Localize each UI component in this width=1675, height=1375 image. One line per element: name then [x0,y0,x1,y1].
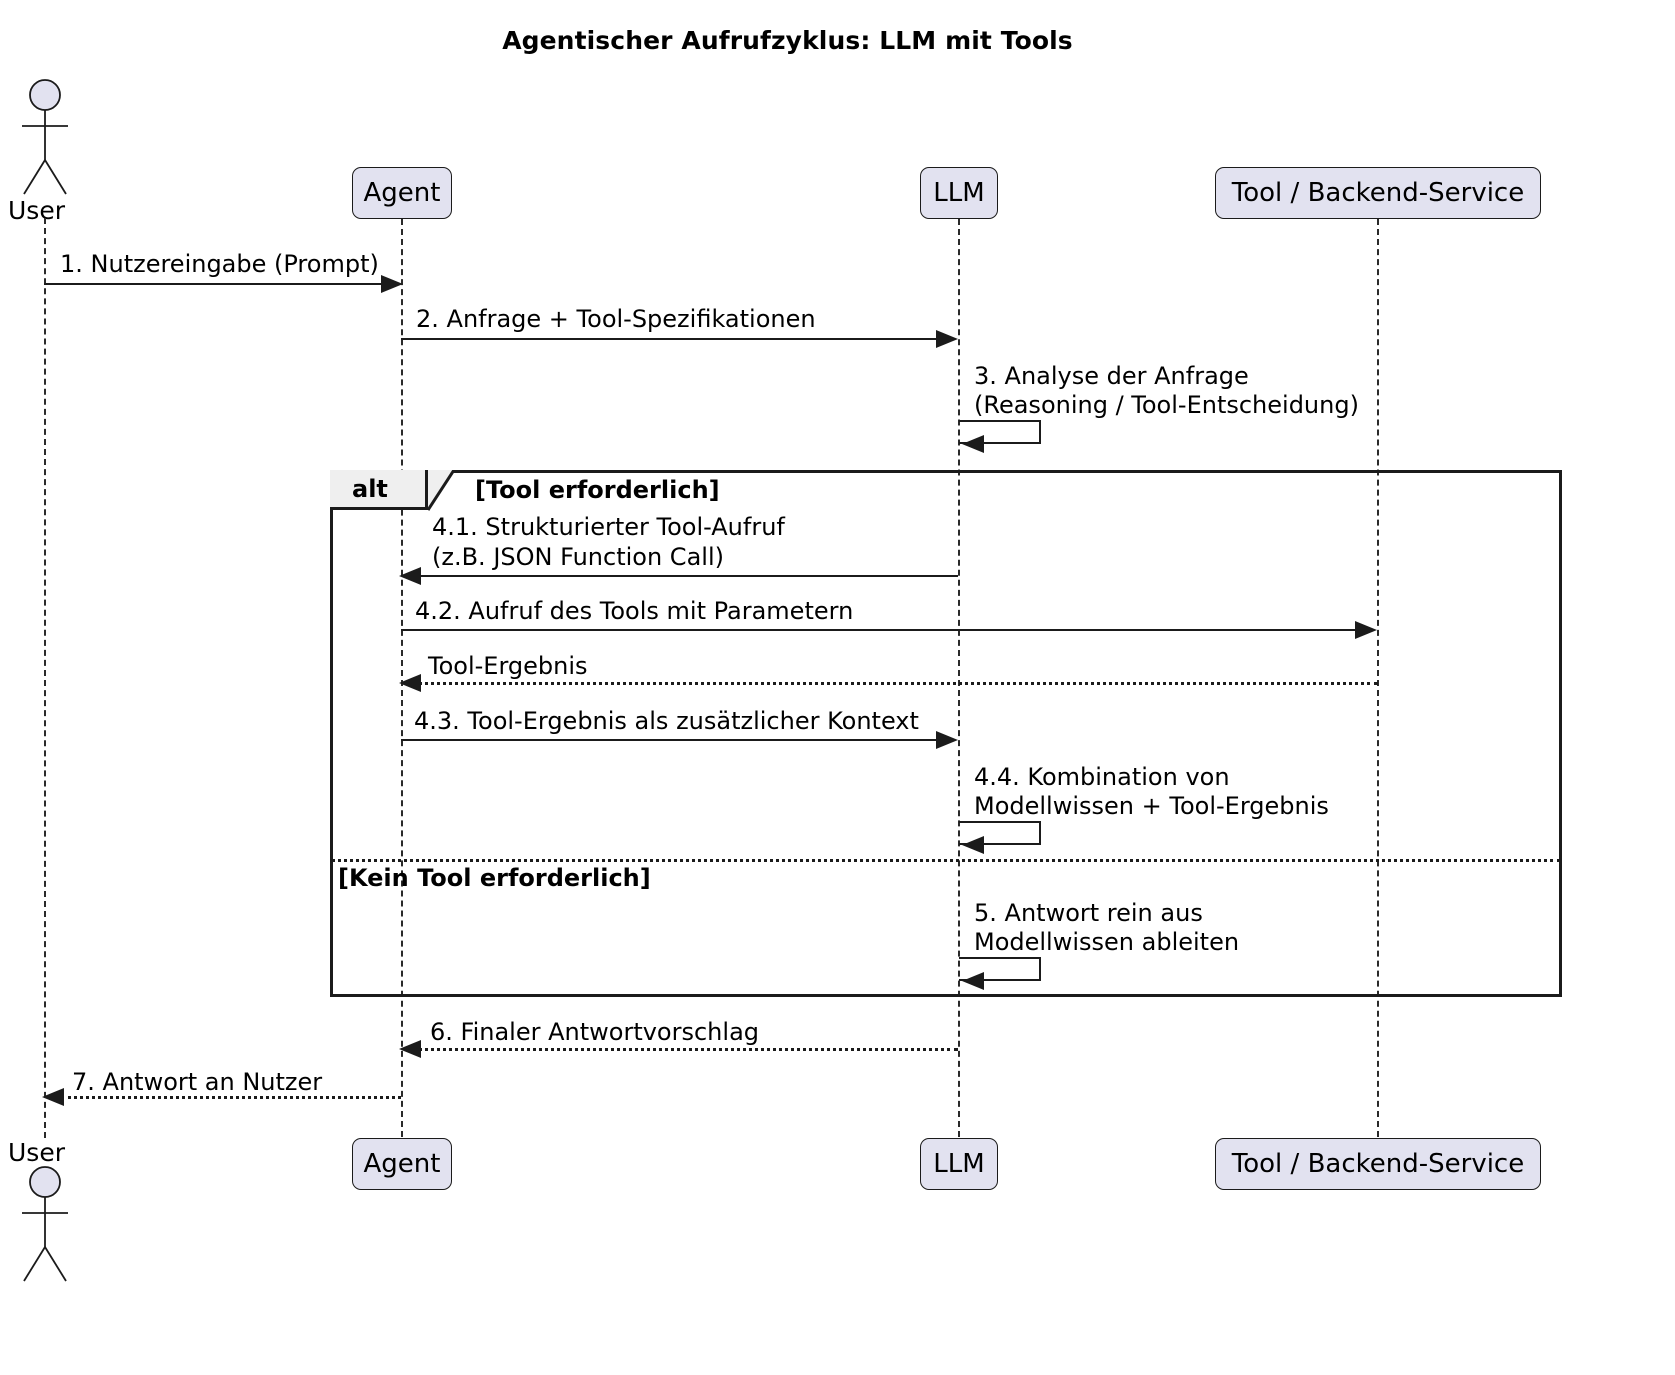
arrowhead-4-1 [399,567,421,585]
participant-label-llm-bottom: LLM [933,1149,985,1179]
message-arrow-4-3 [401,739,939,741]
actor-user-bottom-label: User [8,1138,65,1167]
participant-box-llm-bottom[interactable]: LLM [920,1138,998,1190]
arrowhead-5 [962,972,984,990]
arrowhead-4-4 [962,836,984,854]
message-arrow-7 [61,1096,401,1099]
message-label-4-1-line1: 4.1. Strukturierter Tool-Aufruf [432,513,785,541]
alt-fragment-operator-tab: alt [330,470,428,510]
tab-notch-shape-icon [426,469,456,511]
participant-label-tool-bottom: Tool / Backend-Service [1231,1149,1525,1179]
participant-label-tool-top: Tool / Backend-Service [1231,178,1525,208]
message-label-tool-result: Tool-Ergebnis [428,652,588,680]
message-arrow-1 [44,283,384,285]
message-label-4-3: 4.3. Tool-Ergebnis als zusätzlicher Kont… [414,707,919,735]
message-label-6: 6. Finaler Antwortvorschlag [430,1018,760,1046]
participant-box-agent-bottom[interactable]: Agent [352,1138,452,1190]
self-call-loop-3 [959,420,1041,444]
message-arrow-4-1 [418,575,958,577]
arrowhead-3 [962,435,984,453]
actor-user-top [12,78,78,198]
user-stick-figure-icon [22,1166,68,1282]
message-label-4-4-line2: Modellwissen + Tool-Ergebnis [974,792,1329,820]
arrowhead-2 [936,330,958,348]
arrowhead-4-2 [1355,621,1377,639]
message-label-1: 1. Nutzereingabe (Prompt) [60,250,379,278]
message-arrow-2 [401,338,939,340]
participant-label-llm-top: LLM [933,178,985,208]
alt-guard-first: [Tool erforderlich] [475,476,720,504]
self-call-loop-4-4 [959,821,1041,845]
message-label-4-4-line1: 4.4. Kombination von [974,763,1230,791]
message-label-4-2: 4.2. Aufruf des Tools mit Parametern [415,597,854,625]
lifeline-llm [958,219,960,1137]
alt-fragment-divider [331,859,1561,862]
message-arrow-4-2 [401,629,1358,631]
message-arrow-6 [418,1048,958,1051]
lifeline-tool [1377,219,1379,1137]
message-label-4-1-line2: (z.B. JSON Function Call) [432,543,724,571]
message-label-7: 7. Antwort an Nutzer [72,1068,323,1096]
message-label-5-line2: Modellwissen ableiten [974,928,1240,956]
alt-fragment [330,470,1562,997]
arrowhead-7 [42,1088,64,1106]
arrowhead-tool-result [399,674,421,692]
actor-user-bottom [12,1165,78,1285]
arrowhead-4-3 [936,731,958,749]
message-label-3-line2: (Reasoning / Tool-Entscheidung) [974,391,1359,419]
message-arrow-tool-result [418,682,1378,685]
participant-label-agent-top: Agent [363,178,441,208]
alt-operator-label: alt [352,474,388,503]
self-call-loop-5 [959,957,1041,981]
actor-user-top-label: User [8,196,65,225]
alt-guard-second: [Kein Tool erforderlich] [338,864,651,892]
diagram-title: Agentischer Aufrufzyklus: LLM mit Tools [502,26,1073,55]
participant-box-agent-top[interactable]: Agent [352,167,452,219]
arrowhead-1 [381,275,403,293]
lifeline-user [44,218,46,1138]
participant-label-agent-bottom: Agent [363,1149,441,1179]
participant-box-tool-top[interactable]: Tool / Backend-Service [1215,167,1541,219]
participant-box-llm-top[interactable]: LLM [920,167,998,219]
participant-box-tool-bottom[interactable]: Tool / Backend-Service [1215,1138,1541,1190]
message-label-2: 2. Anfrage + Tool-Spezifikationen [416,305,816,333]
user-stick-figure-icon [22,79,68,195]
message-label-5-line1: 5. Antwort rein aus [974,899,1203,927]
arrowhead-6 [399,1040,421,1058]
message-label-3-line1: 3. Analyse der Anfrage [974,362,1249,390]
